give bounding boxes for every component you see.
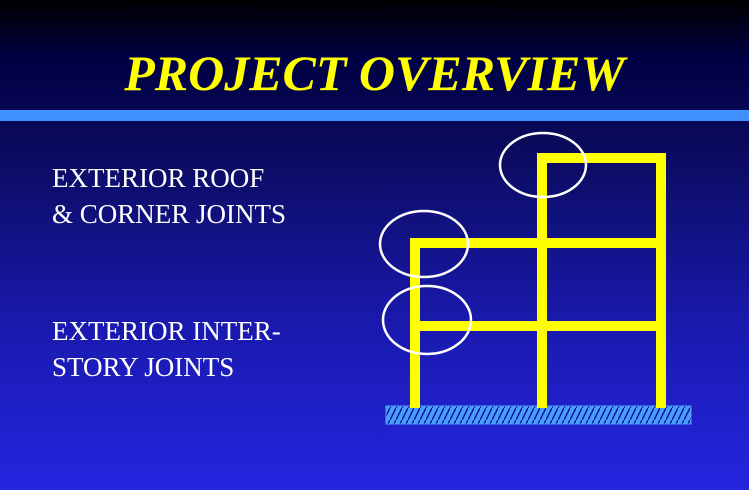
beam-level-3 [410,238,666,248]
beam-roof [537,153,666,163]
caption-interstory-joints: EXTERIOR INTER- STORY JOINTS [52,313,372,385]
title-divider [0,110,749,121]
frame-members [410,153,666,408]
caption-roof-line-2: & CORNER JOINTS [52,199,287,229]
joint-circle-level-2-interstory [381,284,473,356]
beam-level-2 [410,321,666,331]
ground-foundation [385,405,692,425]
caption-roof-corner-joints: EXTERIOR ROOF & CORNER JOINTS [52,160,372,232]
column-middle [537,153,547,408]
caption-interstory-line-2: STORY JOINTS [52,352,235,382]
slide-title: PROJECT OVERVIEW [124,45,625,101]
joint-circle-level-3-corner [378,209,470,279]
caption-roof-line-1: EXTERIOR ROOF [52,163,265,193]
joint-circle-roof-corner [498,131,588,199]
caption-interstory-line-1: EXTERIOR INTER- [52,316,281,346]
column-right [656,153,666,408]
